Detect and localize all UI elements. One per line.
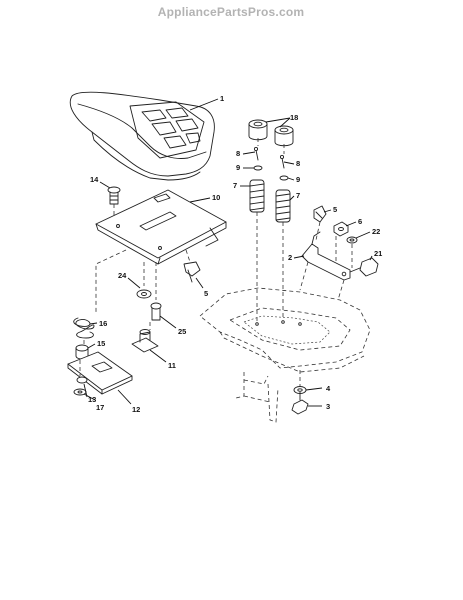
callout-16: 16 <box>99 319 107 328</box>
callout-14: 14 <box>90 175 99 184</box>
bushing-part-18-right <box>274 125 294 147</box>
nut-part-6 <box>333 221 349 237</box>
callout-6: 6 <box>358 217 362 226</box>
seat-pan-part <box>95 189 227 265</box>
callout-2: 2 <box>288 253 292 262</box>
washer-part-22 <box>346 236 358 244</box>
bolt-part-3 <box>291 391 309 415</box>
callout-18: 18 <box>290 113 298 122</box>
washer-part-9-right <box>279 175 289 181</box>
callout-5-right: 5 <box>333 205 337 214</box>
stud-part-25 <box>150 302 162 321</box>
callout-labels: 1 18 8 9 7 8 9 7 14 10 5 6 22 2 21 24 5 … <box>88 94 382 414</box>
callout-13: 13 <box>88 395 96 404</box>
callout-8-right: 8 <box>296 159 300 168</box>
callout-10: 10 <box>212 193 220 202</box>
callout-15: 15 <box>97 339 105 348</box>
bolt-part-21 <box>349 257 379 277</box>
bracket-part-11 <box>131 329 159 353</box>
callout-9-left: 9 <box>236 163 240 172</box>
callout-25: 25 <box>178 327 186 336</box>
spring-part-7-left <box>249 179 265 213</box>
callout-21: 21 <box>374 249 382 258</box>
spring-part-16 <box>73 317 95 339</box>
bushing-part-18-left <box>248 119 268 141</box>
callout-4: 4 <box>326 384 331 393</box>
callout-7-left: 7 <box>233 181 237 190</box>
washer-part-9-left <box>253 165 263 171</box>
nut-part-13 <box>76 376 88 384</box>
callout-11: 11 <box>168 361 176 370</box>
pin-part-8-right <box>279 154 285 169</box>
frame-reference-outline <box>199 287 371 423</box>
callout-5-left: 5 <box>204 289 208 298</box>
callout-7-right: 7 <box>296 191 300 200</box>
callout-9-right: 9 <box>296 175 300 184</box>
callout-3: 3 <box>326 402 330 411</box>
knob-part-5-left <box>183 261 201 283</box>
callout-1: 1 <box>220 94 224 103</box>
callout-24: 24 <box>118 271 127 280</box>
callout-17: 17 <box>96 403 104 412</box>
callout-22: 22 <box>372 227 380 236</box>
spring-part-7-right <box>275 189 291 223</box>
pin-part-8-left <box>253 146 259 161</box>
clip-part-5-right <box>313 205 327 223</box>
callout-12: 12 <box>132 405 140 414</box>
seat-part <box>69 91 215 181</box>
leader-lines <box>83 98 373 407</box>
callout-8-left: 8 <box>236 149 240 158</box>
bracket-part-2 <box>301 231 351 281</box>
watermark: AppliancePartsPros.com <box>158 5 304 19</box>
bolt-part-14 <box>107 186 121 205</box>
washer-part-24 <box>136 289 152 299</box>
